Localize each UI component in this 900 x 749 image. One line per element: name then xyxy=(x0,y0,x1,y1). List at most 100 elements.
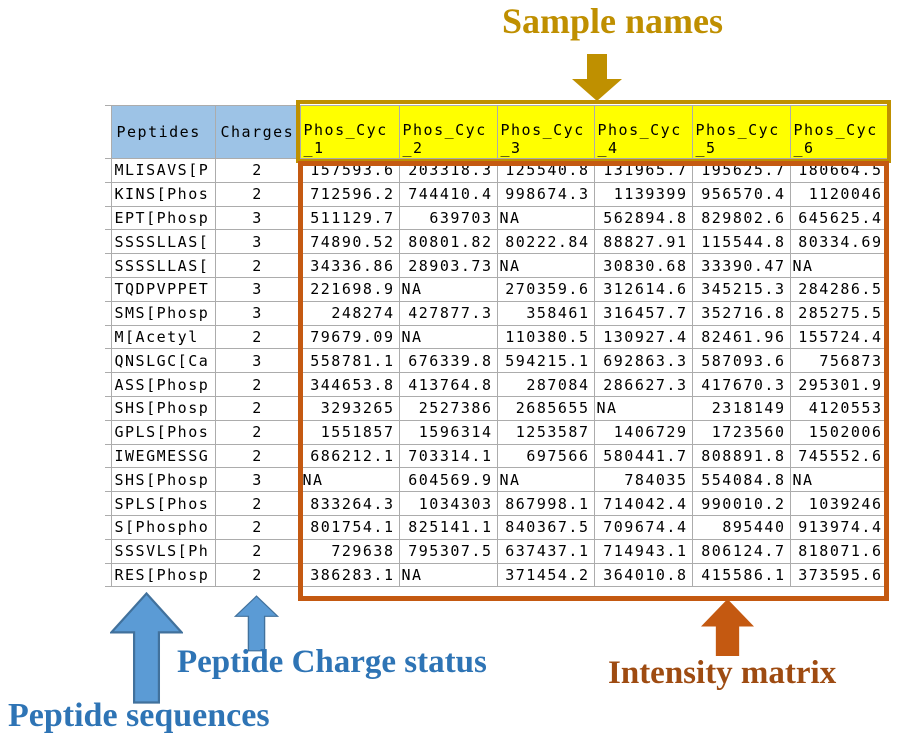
intensity-cell[interactable]: 808891.8 xyxy=(691,443,791,469)
charge-cell[interactable]: 3 xyxy=(214,348,301,374)
charge-cell[interactable]: 2 xyxy=(214,324,301,350)
intensity-cell[interactable]: 913974.4 xyxy=(789,514,888,540)
charge-cell[interactable]: 2 xyxy=(214,372,301,397)
intensity-cell[interactable]: 795307.5 xyxy=(398,538,498,564)
intensity-cell[interactable]: 594215.1 xyxy=(496,348,595,374)
intensity-cell[interactable]: 745552.6 xyxy=(789,443,888,469)
col-header-sample[interactable]: Phos_Cyc _4 xyxy=(593,105,693,159)
intensity-cell[interactable]: 558781.1 xyxy=(299,348,400,374)
intensity-cell[interactable]: 784035 xyxy=(593,467,693,493)
intensity-cell[interactable]: 833264.3 xyxy=(299,491,400,516)
intensity-cell[interactable]: 248274 xyxy=(299,300,400,326)
intensity-cell[interactable]: 415586.1 xyxy=(691,562,791,588)
col-header-peptides[interactable]: Peptides xyxy=(110,105,216,159)
intensity-cell[interactable]: 818071.6 xyxy=(789,538,888,564)
charge-cell[interactable]: 3 xyxy=(214,229,301,255)
intensity-cell[interactable]: 358461 xyxy=(496,300,595,326)
intensity-cell[interactable]: 562894.8 xyxy=(593,205,693,231)
intensity-cell[interactable]: NA xyxy=(789,253,888,278)
intensity-cell[interactable]: 88827.91 xyxy=(593,229,693,255)
intensity-cell[interactable]: 806124.7 xyxy=(691,538,791,564)
intensity-cell[interactable]: NA xyxy=(593,395,693,421)
intensity-cell[interactable]: 4120553 xyxy=(789,395,888,421)
intensity-cell[interactable]: 637437.1 xyxy=(496,538,595,564)
intensity-cell[interactable]: 692863.3 xyxy=(593,348,693,374)
intensity-cell[interactable]: NA xyxy=(398,276,498,302)
peptide-cell[interactable]: EPT[Phosp xyxy=(110,205,216,231)
peptide-cell[interactable]: SSSSLLAS[ xyxy=(110,253,216,278)
charge-cell[interactable]: 3 xyxy=(214,276,301,302)
intensity-cell[interactable]: 295301.9 xyxy=(789,372,888,397)
intensity-cell[interactable]: 82461.96 xyxy=(691,324,791,350)
col-header-sample[interactable]: Phos_Cyc _5 xyxy=(691,105,791,159)
intensity-cell[interactable]: 34336.86 xyxy=(299,253,400,278)
intensity-cell[interactable]: 895440 xyxy=(691,514,791,540)
intensity-cell[interactable]: NA xyxy=(299,467,400,493)
charge-cell[interactable]: 3 xyxy=(214,300,301,326)
intensity-cell[interactable]: 998674.3 xyxy=(496,181,595,207)
intensity-cell[interactable]: 956570.4 xyxy=(691,181,791,207)
intensity-cell[interactable]: 221698.9 xyxy=(299,276,400,302)
intensity-cell[interactable]: 756873 xyxy=(789,348,888,374)
intensity-cell[interactable]: 33390.47 xyxy=(691,253,791,278)
intensity-cell[interactable]: 1034303 xyxy=(398,491,498,516)
peptide-cell[interactable]: IWEGMESSG xyxy=(110,443,216,469)
intensity-cell[interactable]: NA xyxy=(496,205,595,231)
intensity-cell[interactable]: 28903.73 xyxy=(398,253,498,278)
intensity-cell[interactable]: 130927.4 xyxy=(593,324,693,350)
intensity-cell[interactable]: 825141.1 xyxy=(398,514,498,540)
intensity-cell[interactable]: 867998.1 xyxy=(496,491,595,516)
peptide-cell[interactable]: GPLS[Phos xyxy=(110,419,216,445)
col-header-sample[interactable]: Phos_Cyc _2 xyxy=(398,105,498,159)
intensity-cell[interactable]: 125540.8 xyxy=(496,158,595,183)
intensity-cell[interactable]: 195625.7 xyxy=(691,158,791,183)
intensity-cell[interactable]: 79679.09 xyxy=(299,324,400,350)
intensity-cell[interactable]: 1502006 xyxy=(789,419,888,445)
charge-cell[interactable]: 2 xyxy=(214,158,301,183)
intensity-cell[interactable]: 2318149 xyxy=(691,395,791,421)
intensity-cell[interactable]: 709674.4 xyxy=(593,514,693,540)
peptide-cell[interactable]: QNSLGC[Ca xyxy=(110,348,216,374)
intensity-cell[interactable]: 676339.8 xyxy=(398,348,498,374)
intensity-cell[interactable]: 580441.7 xyxy=(593,443,693,469)
intensity-cell[interactable]: 645625.4 xyxy=(789,205,888,231)
intensity-cell[interactable]: 344653.8 xyxy=(299,372,400,397)
peptide-cell[interactable]: SSSSLLAS[ xyxy=(110,229,216,255)
peptide-cell[interactable]: SMS[Phosp xyxy=(110,300,216,326)
intensity-cell[interactable]: 1139399 xyxy=(593,181,693,207)
peptide-cell[interactable]: RES[Phosp xyxy=(110,562,216,588)
intensity-cell[interactable]: 286627.3 xyxy=(593,372,693,397)
intensity-cell[interactable]: 729638 xyxy=(299,538,400,564)
peptide-cell[interactable]: SSSVLS[Ph xyxy=(110,538,216,564)
intensity-cell[interactable]: 80334.69 xyxy=(789,229,888,255)
peptide-cell[interactable]: ASS[Phosp xyxy=(110,372,216,397)
peptide-cell[interactable]: S[Phospho xyxy=(110,514,216,540)
charge-cell[interactable]: 2 xyxy=(214,443,301,469)
intensity-cell[interactable]: 80222.84 xyxy=(496,229,595,255)
intensity-cell[interactable]: 639703 xyxy=(398,205,498,231)
intensity-cell[interactable]: 203318.3 xyxy=(398,158,498,183)
intensity-cell[interactable]: NA xyxy=(496,467,595,493)
intensity-cell[interactable]: 284286.5 xyxy=(789,276,888,302)
peptide-cell[interactable]: KINS[Phos xyxy=(110,181,216,207)
intensity-cell[interactable]: 1253587 xyxy=(496,419,595,445)
charge-cell[interactable]: 2 xyxy=(214,562,301,588)
col-header-sample[interactable]: Phos_Cyc _6 xyxy=(789,105,888,159)
intensity-cell[interactable]: 30830.68 xyxy=(593,253,693,278)
intensity-cell[interactable]: 3293265 xyxy=(299,395,400,421)
intensity-cell[interactable]: 155724.4 xyxy=(789,324,888,350)
intensity-cell[interactable]: 1120046 xyxy=(789,181,888,207)
charge-cell[interactable]: 2 xyxy=(214,253,301,278)
intensity-cell[interactable]: 697566 xyxy=(496,443,595,469)
charge-cell[interactable]: 3 xyxy=(214,205,301,231)
intensity-cell[interactable]: NA xyxy=(789,467,888,493)
charge-cell[interactable]: 2 xyxy=(214,181,301,207)
intensity-cell[interactable]: NA xyxy=(398,324,498,350)
intensity-cell[interactable]: 312614.6 xyxy=(593,276,693,302)
intensity-cell[interactable]: 714943.1 xyxy=(593,538,693,564)
intensity-cell[interactable]: 316457.7 xyxy=(593,300,693,326)
intensity-cell[interactable]: 840367.5 xyxy=(496,514,595,540)
intensity-cell[interactable]: 131965.7 xyxy=(593,158,693,183)
intensity-cell[interactable]: 287084 xyxy=(496,372,595,397)
intensity-cell[interactable]: 587093.6 xyxy=(691,348,791,374)
